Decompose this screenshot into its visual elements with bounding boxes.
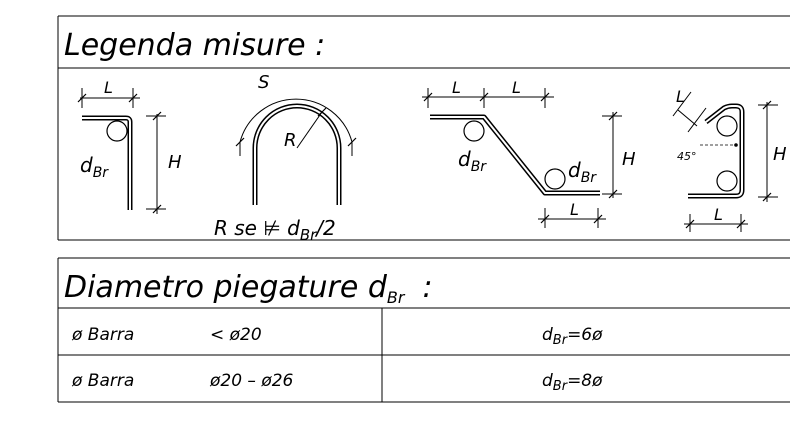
closed-hook-section-top (716, 115, 738, 137)
bending-row-2-value: dBr=8ø (542, 371, 603, 394)
cranked-bar-diameter-1-label: dBr (458, 147, 487, 175)
legend-panel (57, 15, 790, 241)
closed-hook-section-bottom (716, 170, 738, 192)
l-hook-bar-section (106, 120, 128, 142)
figure-closed-hook: L 45° L H (672, 87, 787, 232)
u-bend-note: R se ⊭ dBr/2 (214, 216, 336, 244)
closed-hook-angle-label: 45° (677, 150, 697, 163)
u-bend-arc-label: S (258, 72, 269, 93)
bending-row-2-range: ø20 – ø26 (209, 371, 294, 391)
closed-hook-slant-length-label: L (676, 87, 685, 106)
bending-row-1-range: < ø20 (210, 325, 262, 345)
bending-table-title: Diametro piegature dBr: (64, 270, 433, 307)
cranked-bar-diameter-2-label: dBr (568, 158, 597, 186)
bending-table (57, 257, 790, 403)
cranked-bar-section-top (463, 120, 485, 142)
figure-cranked-bar: L L L H dBr dBr (422, 78, 636, 228)
u-bend-bar (252, 103, 342, 205)
bending-row-1-value: dBr=6ø (542, 325, 603, 348)
l-hook-height-label: H (168, 152, 182, 173)
figure-u-bend: S R R se ⊭ dBr/2 (214, 72, 357, 244)
u-bend-radius-label: R (284, 130, 297, 151)
cranked-bar-length-3-label: L (570, 200, 579, 219)
figure-l-hook: L H dBr (77, 78, 182, 214)
legend-title: Legenda misure : (64, 28, 325, 63)
cranked-bar-length-1-label: L (452, 78, 461, 97)
bending-row-1-label: ø Barra (71, 325, 134, 345)
l-hook-diameter-label: dBr (80, 153, 109, 181)
cranked-bar-height-label: H (622, 149, 636, 170)
cranked-bar-length-2-label: L (512, 78, 521, 97)
closed-hook-height-label: H (773, 144, 787, 165)
l-hook-length-label: L (104, 78, 113, 97)
closed-hook-length-label: L (714, 205, 723, 224)
bending-row-2-label: ø Barra (71, 371, 134, 391)
cranked-bar-section-bottom (544, 168, 566, 190)
